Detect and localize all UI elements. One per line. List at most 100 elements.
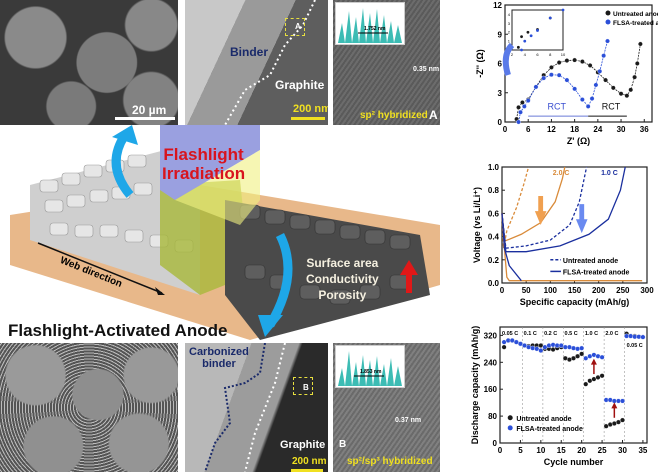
y-tick-label: 0.8: [488, 186, 500, 195]
y-axis-label: Voltage (vs Li/Li⁺): [472, 187, 482, 263]
y-tick-label: 1.0: [488, 163, 500, 172]
improvement-arrowhead: [590, 358, 597, 365]
inset-point: [529, 34, 533, 38]
inset-spacing-label: 1.853 nm: [360, 369, 382, 375]
series-line: [501, 166, 588, 249]
x-tick-label: 30: [617, 125, 626, 134]
hybridization-caption: sp²/sp³ hybridized: [347, 456, 433, 467]
x-axis-label: Specific capacity (mAh/g): [520, 297, 630, 307]
lattice-profile-inset: 1.752 nm: [335, 2, 405, 45]
inset-y-tick-label: 3: [508, 21, 511, 26]
inset-x-tick-label: 4: [524, 52, 527, 57]
rate-label: 0.1 C: [524, 331, 537, 337]
legend-label: Untreated anode: [613, 11, 658, 18]
y-tick-label: 0.0: [488, 279, 500, 288]
rate-label: 0.5 C: [565, 331, 578, 337]
flashlight-irradiation-label: Flashlight Irradiation: [162, 145, 245, 183]
web-direction-arrow: [37, 242, 163, 294]
figure-title: Flashlight-Activated Anode: [8, 321, 228, 340]
data-point: [603, 77, 608, 83]
data-point: [599, 373, 605, 379]
data-point: [564, 58, 570, 63]
legend-marker: [507, 425, 513, 431]
inset-point: [520, 35, 523, 39]
data-point: [501, 344, 507, 350]
improvement-arrowhead: [611, 402, 618, 409]
y-tick-label: 240: [484, 358, 498, 367]
data-point: [589, 96, 595, 102]
scale-bar: [291, 117, 325, 120]
rct-label-untreated: RCT: [602, 101, 621, 111]
inset-point: [548, 16, 552, 20]
y-axis-label: Discharge capacity (mAh/g): [470, 326, 480, 445]
data-point: [521, 104, 527, 109]
data-point: [585, 104, 591, 109]
inset-point: [536, 29, 539, 32]
sem-image-untreated: 20 µm: [0, 0, 178, 125]
data-point: [599, 354, 605, 360]
x-tick-label: 10: [536, 446, 545, 455]
y-tick-label: 0.4: [488, 233, 500, 242]
x-tick-label: 20: [577, 446, 586, 455]
legend-marker: [507, 415, 513, 421]
data-point: [593, 82, 599, 88]
data-point: [579, 351, 585, 357]
property-porosity: Porosity: [318, 288, 367, 302]
x-tick-label: 200: [592, 286, 606, 295]
data-point: [628, 333, 634, 339]
down-arrow-blue: [575, 204, 588, 234]
x-tick-label: 35: [638, 446, 647, 455]
legend-label: FLSA-treated anode: [563, 269, 630, 276]
tem-image-untreated: A Binder Graphite 200 nm: [185, 0, 328, 125]
data-point: [556, 60, 562, 65]
data-point: [583, 381, 589, 387]
x-tick-label: 0: [503, 125, 508, 134]
data-point: [564, 77, 570, 83]
flashlight-lamp: [160, 125, 260, 200]
data-point: [526, 344, 532, 350]
rate-label: 0.05 C: [502, 331, 518, 337]
rate-label: 0.2 C: [544, 331, 557, 337]
increase-arrow: [406, 273, 412, 293]
region-box: [293, 377, 313, 395]
data-point: [575, 346, 581, 352]
data-point: [570, 345, 576, 351]
x-tick-label: 6: [526, 125, 531, 134]
legend-marker: [605, 10, 611, 16]
x-tick-label: 50: [522, 286, 531, 295]
data-point: [546, 342, 552, 348]
data-point: [579, 59, 585, 64]
binder-line-1: Carbonized: [189, 346, 249, 358]
plot-frame: [499, 326, 648, 444]
data-point: [607, 397, 613, 403]
data-point: [518, 109, 523, 115]
hybridization-caption: sp² hybridized: [360, 110, 428, 121]
inset-point: [561, 8, 565, 12]
rate-label: 2.0 C: [605, 331, 618, 337]
x-tick-label: 25: [598, 446, 607, 455]
data-point: [637, 41, 643, 47]
data-point: [587, 63, 593, 68]
region-box-label: A: [295, 22, 301, 31]
light-beam: [175, 150, 260, 225]
binder-line-2: binder: [202, 358, 236, 370]
x-tick-label: 18: [570, 125, 579, 134]
data-point: [618, 91, 624, 97]
inset-y-tick-label: 2: [508, 30, 511, 35]
y-tick-label: 9: [498, 30, 503, 39]
data-point: [549, 65, 554, 70]
rate-label: 1.0 C: [585, 331, 598, 337]
data-point: [615, 419, 621, 425]
data-point: [607, 422, 613, 428]
data-point: [538, 348, 544, 354]
data-point: [597, 68, 603, 74]
binder-label: Binder: [230, 45, 269, 59]
property-surface-area: Surface area: [306, 256, 379, 270]
x-tick-label: 36: [640, 125, 649, 134]
inset-point: [520, 48, 523, 52]
property-conductivity: Conductivity: [306, 272, 379, 286]
x-tick-label: 15: [557, 446, 566, 455]
legend-label: FLSA-treated anode: [613, 20, 658, 27]
